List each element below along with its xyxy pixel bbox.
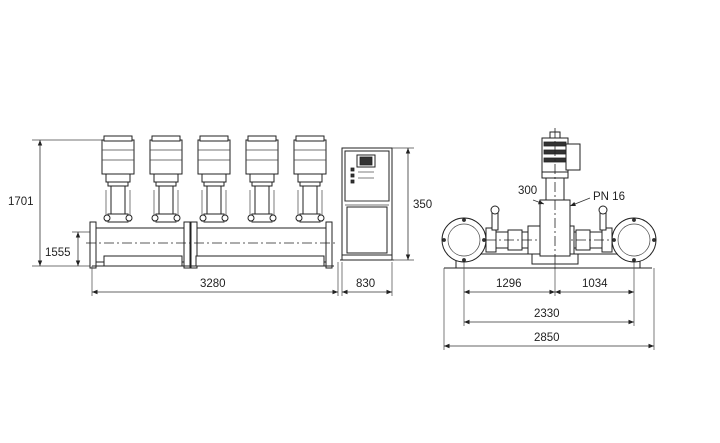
pump-motor xyxy=(293,139,327,175)
outlet-header-right xyxy=(611,217,657,263)
dim-pipe-diameter: 300 xyxy=(518,185,537,197)
dim-cabinet-height: 350 xyxy=(413,199,432,211)
front-view: 1701 1555 3280 xyxy=(8,135,339,296)
pump-motor xyxy=(101,139,135,175)
side-view: 300 PN 16 1296 1034 2330 2850 xyxy=(441,128,657,350)
dim-base-width: 2330 xyxy=(534,308,560,320)
control-cabinet: 350 830 xyxy=(340,147,432,296)
dim-front-height-total: 1701 xyxy=(8,196,34,208)
pump-motor xyxy=(197,139,231,175)
inlet-header-left xyxy=(441,217,487,263)
pump-units xyxy=(101,135,327,223)
dim-right-span: 1034 xyxy=(582,278,608,290)
dim-left-span: 1296 xyxy=(496,278,522,290)
pressure-rating-label: PN 16 xyxy=(593,191,625,203)
dim-total-width: 2850 xyxy=(534,332,560,344)
pump-motor xyxy=(245,139,279,175)
dim-front-width: 3280 xyxy=(200,278,226,290)
dim-cabinet-width: 830 xyxy=(356,278,375,290)
pump-motor xyxy=(149,139,183,175)
dim-front-height-inlet: 1555 xyxy=(45,247,71,259)
